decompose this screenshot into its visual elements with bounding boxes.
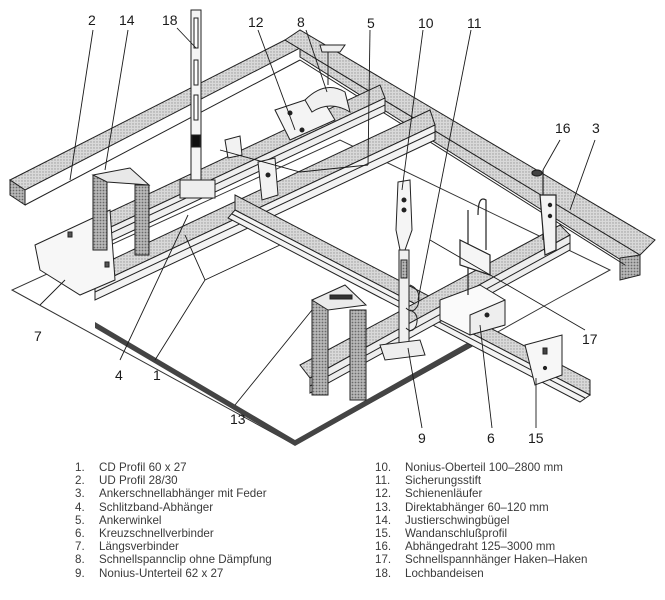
callout-18: 18: [162, 12, 178, 28]
callout-13: 13: [230, 411, 246, 427]
callout-4: 4: [115, 367, 123, 383]
nonius-hanger: [379, 179, 426, 361]
legend-item-9: 9. Nonius-Unterteil 62 x 27: [75, 567, 272, 580]
legend-right-column: 10. Nonius-Oberteil 100–2800 mm 11. Sicher…: [375, 461, 587, 580]
kreuzschnellverbinder: [439, 284, 506, 336]
legend-number: 15.: [375, 527, 392, 541]
legend-item-10: 10. Nonius-Oberteil 100–2800 mm: [375, 461, 587, 474]
legend-number: 13.: [375, 500, 392, 514]
legend-label: Kreuzschnellverbinder: [99, 527, 214, 541]
legend-number: 11.: [375, 474, 391, 488]
callout-9: 9: [418, 430, 426, 446]
legend-label: Nonius-Unterteil 62 x 27: [99, 566, 224, 580]
legend-label: Direktabhänger 60–120 mm: [405, 500, 549, 514]
legend-item-6: 6. Kreuzschnellverbinder: [75, 527, 272, 540]
legend-item-13: 13. Direktabhänger 60–120 mm: [375, 501, 587, 514]
legend-label: Nonius-Oberteil 100–2800 mm: [405, 461, 563, 474]
legend-left-column: 1. CD Profil 60 x 27 2. UD Profil 28/30 3.…: [75, 461, 272, 580]
legend-item-1: 1. CD Profil 60 x 27: [75, 461, 272, 474]
callout-7: 7: [34, 328, 42, 344]
legend-label: Längsverbinder: [99, 540, 179, 554]
legend-number: 7.: [75, 540, 85, 554]
legend-item-18: 18. Lochbandeisen: [375, 567, 587, 580]
legend-number: 17.: [375, 553, 392, 567]
legend-label: Schnellspannclip ohne Dämpfung: [99, 553, 272, 567]
lochbandeisen: [179, 9, 216, 199]
legend-number: 8.: [75, 553, 85, 567]
legend-number: 12.: [375, 487, 392, 501]
legend-number: 9.: [75, 566, 85, 580]
legend-number: 16.: [375, 540, 392, 554]
legend-number: 4.: [75, 500, 85, 514]
legend-number: 14.: [375, 513, 392, 527]
legend-label: CD Profil 60 x 27: [99, 461, 187, 474]
ceiling-construction-diagram: 2 14 18 12 8 5 10 11 16 3 7 4 1 13 17 9 …: [9, 9, 656, 446]
legend-item-11: 11. Sicherungsstift: [375, 474, 587, 487]
legend-label: Schienenläufer: [405, 487, 483, 501]
legend-label: Sicherungsstift: [405, 474, 482, 488]
legend-label: Abhängedraht 125–3000 mm: [405, 540, 556, 554]
legend-number: 3.: [75, 487, 85, 501]
callout-1: 1: [153, 367, 161, 383]
schnellspannclip: [304, 44, 351, 114]
wandanschlussprofil: [524, 334, 563, 386]
legend-item-8: 8. Schnellspannclip ohne Dämpfung: [75, 553, 272, 566]
callout-14: 14: [119, 12, 135, 28]
legend-number: 18.: [375, 566, 392, 580]
legend-number: 1.: [75, 461, 85, 474]
justierschwingbuegel: [91, 167, 151, 256]
legend-item-7: 7. Längsverbinder: [75, 540, 272, 553]
legend-item-4: 4. Schlitzband-Abhänger: [75, 501, 272, 514]
legend-label: Justierschwingbügel: [405, 513, 510, 527]
callout-15: 15: [528, 430, 544, 446]
callout-10: 10: [418, 15, 434, 31]
legend-item-3: 3. Ankerschnellabhänger mit Feder: [75, 487, 272, 500]
legend-item-12: 12. Schienenläufer: [375, 487, 587, 500]
leader-lines: [39, 27, 596, 429]
legend-label: Schnellspannhänger Haken–Haken: [405, 553, 588, 567]
legend-item-17: 17. Schnellspannhänger Haken–Haken: [375, 553, 587, 566]
callout-5: 5: [367, 15, 375, 31]
legend-label: Wandanschlußprofil: [405, 527, 508, 541]
legend-number: 5.: [75, 513, 85, 527]
legend-label: UD Profil 28/30: [99, 474, 178, 488]
legend-item-5: 5. Ankerwinkel: [75, 514, 272, 527]
legend-number: 6.: [75, 527, 85, 541]
ankerschnellabhaenger: [531, 169, 557, 256]
callout-11: 11: [467, 15, 482, 31]
callout-3: 3: [592, 120, 600, 136]
legend-item-16: 16. Abhängedraht 125–3000 mm: [375, 540, 587, 553]
legend-item-14: 14. Justierschwingbügel: [375, 514, 587, 527]
legend-item-15: 15. Wandanschlußprofil: [375, 527, 587, 540]
legend-number: 2.: [75, 474, 85, 488]
legend-item-2: 2. UD Profil 28/30: [75, 474, 272, 487]
callout-6: 6: [487, 430, 495, 446]
legend-label: Lochbandeisen: [405, 566, 484, 580]
legend-label: Ankerwinkel: [99, 513, 162, 527]
callout-16: 16: [555, 120, 571, 136]
legend-label: Schlitzband-Abhänger: [99, 500, 214, 514]
callout-2: 2: [88, 12, 96, 28]
callout-8: 8: [297, 14, 305, 30]
legend-number: 10.: [375, 461, 392, 474]
callout-12: 12: [248, 14, 264, 30]
direktabhaenger: [310, 284, 368, 401]
ceiling-board: [10, 139, 612, 446]
callout-labels: 2 14 18 12 8 5 10 11 16 3 7 4 1 13 17 9 …: [34, 12, 600, 446]
legend-label: Ankerschnellabhänger mit Feder: [99, 487, 267, 501]
callout-17: 17: [582, 331, 598, 347]
